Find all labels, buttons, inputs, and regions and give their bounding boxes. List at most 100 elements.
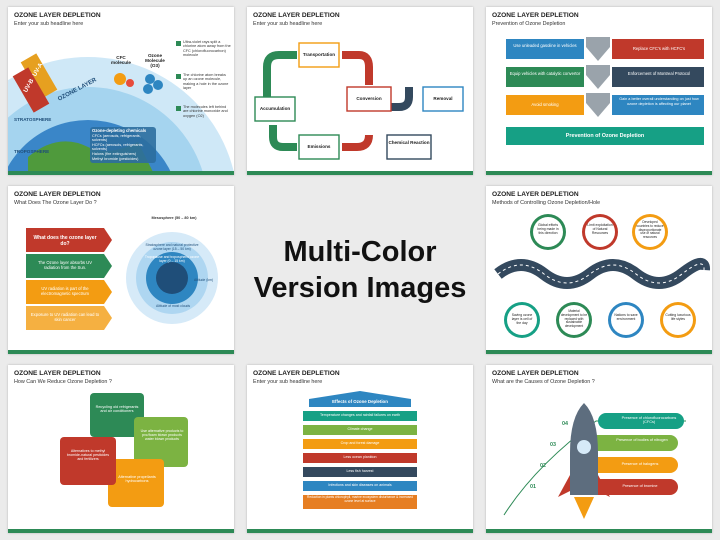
slide-ozone-diagram[interactable]: OZONE LAYER DEPLETION Enter your sub hea… bbox=[8, 7, 234, 175]
cycle-step-accumulation: Accumulation bbox=[259, 106, 291, 111]
cycle-step-transportation: Transportation bbox=[302, 52, 336, 57]
effects-row: Less fish harvest bbox=[346, 469, 374, 473]
cycle-step-conversion: Conversion bbox=[356, 96, 382, 101]
ring-label: Stratosphere and natural protective ozon… bbox=[145, 243, 199, 251]
prevention-right-item: Enforcement of Montreal Protocol bbox=[627, 71, 691, 76]
effects-row: Reduction in plants chlorophyll, marine … bbox=[307, 495, 413, 503]
slide-ozone-role[interactable]: OZONE LAYER DEPLETION What Does The Ozon… bbox=[8, 186, 234, 354]
reduce-item: Recycling old refrigerants and air condi… bbox=[95, 405, 139, 413]
rocket-graphic bbox=[503, 403, 686, 519]
control-top-item: Limit exploitation of Natural Resources bbox=[587, 223, 613, 235]
slide-subtitle: How Can We Reduce Ozone Depletion ? bbox=[14, 379, 112, 385]
prevention-right-item: Gain a better overall understanding on j… bbox=[619, 97, 699, 106]
cycle-step-emissions: Emissions bbox=[307, 144, 331, 149]
slide-cycle[interactable]: OZONE LAYER DEPLETION Enter your sub hea… bbox=[247, 7, 473, 175]
slide-reduce[interactable]: OZONE LAYER DEPLETION How Can We Reduce … bbox=[8, 365, 234, 533]
slide-title: OZONE LAYER DEPLETION bbox=[253, 370, 340, 377]
slide-effects[interactable]: OZONE LAYER DEPLETION Enter your sub hea… bbox=[247, 365, 473, 533]
prevention-footer: Prevention of Ozone Depletion bbox=[565, 133, 645, 139]
ring-label: Mesosphere (50 – 80 km) bbox=[151, 216, 197, 220]
step-text: Ultra-violet rays split a chlorine atom … bbox=[183, 40, 231, 58]
control-bottom-item: Material development to be replaced with… bbox=[560, 309, 588, 329]
speech-bubbles bbox=[60, 393, 188, 507]
ozone-layer-illustration bbox=[8, 41, 234, 175]
slide-footer-bar bbox=[8, 350, 234, 354]
prevention-left-item: Equip vehicles with catalytic convertor bbox=[509, 71, 581, 76]
effects-row: Infections and skin diseases on animals bbox=[328, 483, 392, 487]
step-text: The molecules left behind are chlorine m… bbox=[183, 105, 228, 118]
cause-number: 01 bbox=[530, 484, 536, 490]
slide-footer-bar bbox=[486, 529, 712, 533]
reduce-item: Alternatives to methyl bromide-natural p… bbox=[66, 449, 110, 461]
slide-title: OZONE LAYER DEPLETION bbox=[14, 370, 101, 377]
slide-footer-bar bbox=[247, 171, 473, 175]
slide-control-methods[interactable]: OZONE LAYER DEPLETION Methods of Control… bbox=[486, 186, 712, 354]
prevention-left-item: Avoid smoking bbox=[531, 102, 559, 107]
road-graphic bbox=[494, 214, 710, 338]
step-text: The chlorine atom breaks up an ozone mol… bbox=[183, 73, 229, 91]
control-top-item: Global efforts being made in this direct… bbox=[537, 223, 559, 235]
cycle-step-removal: Removal bbox=[433, 96, 453, 101]
slide-subtitle: Enter your sub headline here bbox=[253, 21, 323, 27]
prevention-right-item: Replace CFC's with HCFC's bbox=[632, 46, 686, 51]
slide-prevention[interactable]: OZONE LAYER DEPLETION Prevention of Ozon… bbox=[486, 7, 712, 175]
odc-item: CFCs (aerosols, refrigerants, solvents) bbox=[92, 133, 141, 143]
reduce-item: Use alternative products to pvc/foam blo… bbox=[140, 429, 184, 441]
effects-stack bbox=[303, 391, 417, 509]
odc-item: Halons (fire extinguishers) bbox=[92, 151, 137, 156]
effects-header: Effects of Ozone Depletion bbox=[332, 399, 388, 404]
control-bottom-item: Saving ozone layer is cell of the day bbox=[511, 313, 533, 325]
ozone-role-item: What does the ozone layer do? bbox=[33, 235, 97, 247]
slide-title: OZONE LAYER DEPLETION bbox=[492, 12, 579, 19]
cause-number: 02 bbox=[540, 463, 546, 469]
cycle-arrows bbox=[254, 42, 464, 160]
reduce-item: Alternative propellants hydrocarbons bbox=[118, 475, 156, 483]
cause-number: 04 bbox=[562, 421, 568, 427]
cause-number: 03 bbox=[550, 442, 556, 448]
slide-footer-bar bbox=[486, 350, 712, 354]
slide-causes[interactable]: OZONE LAYER DEPLETION What are the Cause… bbox=[486, 365, 712, 533]
stratosphere-label: STRATOSPHERE bbox=[14, 117, 52, 122]
slide-footer-bar bbox=[8, 171, 234, 175]
effects-row: Less ocean plankton bbox=[343, 455, 377, 459]
center-title-line1: Multi-Color bbox=[283, 236, 437, 268]
center-title: Multi-Color Version Images bbox=[247, 186, 473, 354]
slide-subtitle: Methods of Controlling Ozone Depletion/H… bbox=[492, 200, 601, 206]
effects-row: Crop and forest damage bbox=[340, 441, 380, 445]
ozone-role-item: The Ozone layer absorbs UV radiation fro… bbox=[38, 260, 92, 270]
odc-title: Ozone-depleting chemicals bbox=[92, 128, 147, 133]
ozone-role-item: Exposure to UV radiation can lead to ski… bbox=[30, 312, 100, 322]
slide-subtitle: Enter your sub headline here bbox=[253, 379, 323, 385]
center-title-line2: Version Images bbox=[253, 272, 467, 304]
slide-footer-bar bbox=[247, 529, 473, 533]
troposphere-label: TROPOSPHERE bbox=[14, 149, 50, 154]
slide-title: OZONE LAYER DEPLETION bbox=[14, 191, 101, 198]
ring-label: Altitude of most clouds bbox=[155, 304, 191, 308]
ring-label: Tropopause and tropospheric ozone layer … bbox=[144, 255, 200, 263]
slide-title: OZONE LAYER DEPLETION bbox=[492, 370, 579, 377]
uvb-band bbox=[12, 67, 50, 113]
o3-label: Ozone Molecule (O3) bbox=[145, 53, 165, 68]
effects-row: Climate change bbox=[347, 427, 373, 431]
slide-subtitle: Enter your sub headline here bbox=[14, 21, 84, 27]
ozone-role-item: UV radiation is part of the electromagne… bbox=[41, 286, 89, 296]
slide-subtitle: What are the Causes of Ozone Depletion ? bbox=[492, 379, 595, 385]
effects-row: Temperature changes and rainfall failure… bbox=[319, 413, 401, 417]
odc-item: HCFCs (aerosols, refrigerants, solvents) bbox=[92, 142, 144, 152]
odc-item: Methyl bromide (pesticides) bbox=[92, 156, 139, 161]
cause-item: Presence of halogens bbox=[621, 462, 659, 466]
cause-item: Presence of bromine bbox=[622, 484, 658, 488]
slide-subtitle: What Does The Ozone Layer Do ? bbox=[14, 200, 97, 206]
cycle-step-chemical-reaction: Chemical Reaction bbox=[388, 140, 430, 145]
slide-title: OZONE LAYER DEPLETION bbox=[492, 191, 579, 198]
prevention-left-item: Use unleaded gasoline in vehicles bbox=[513, 43, 577, 48]
odc-box: Ozone-depleting chemicals CFCs (aerosols… bbox=[92, 128, 156, 161]
cause-item: Presence of chlorofluorocarbons (CFCs) bbox=[621, 416, 677, 424]
slide-title: OZONE LAYER DEPLETION bbox=[14, 12, 101, 19]
uva-band bbox=[20, 53, 58, 99]
ozone-role-graphic bbox=[26, 228, 218, 330]
prevention-arrows bbox=[506, 37, 704, 145]
control-top-item: Developed countries to reduce disproport… bbox=[636, 220, 664, 240]
control-bottom-item: Cutting luxurious life styles bbox=[665, 313, 691, 321]
cfc-label: CFC molecule bbox=[111, 55, 131, 65]
